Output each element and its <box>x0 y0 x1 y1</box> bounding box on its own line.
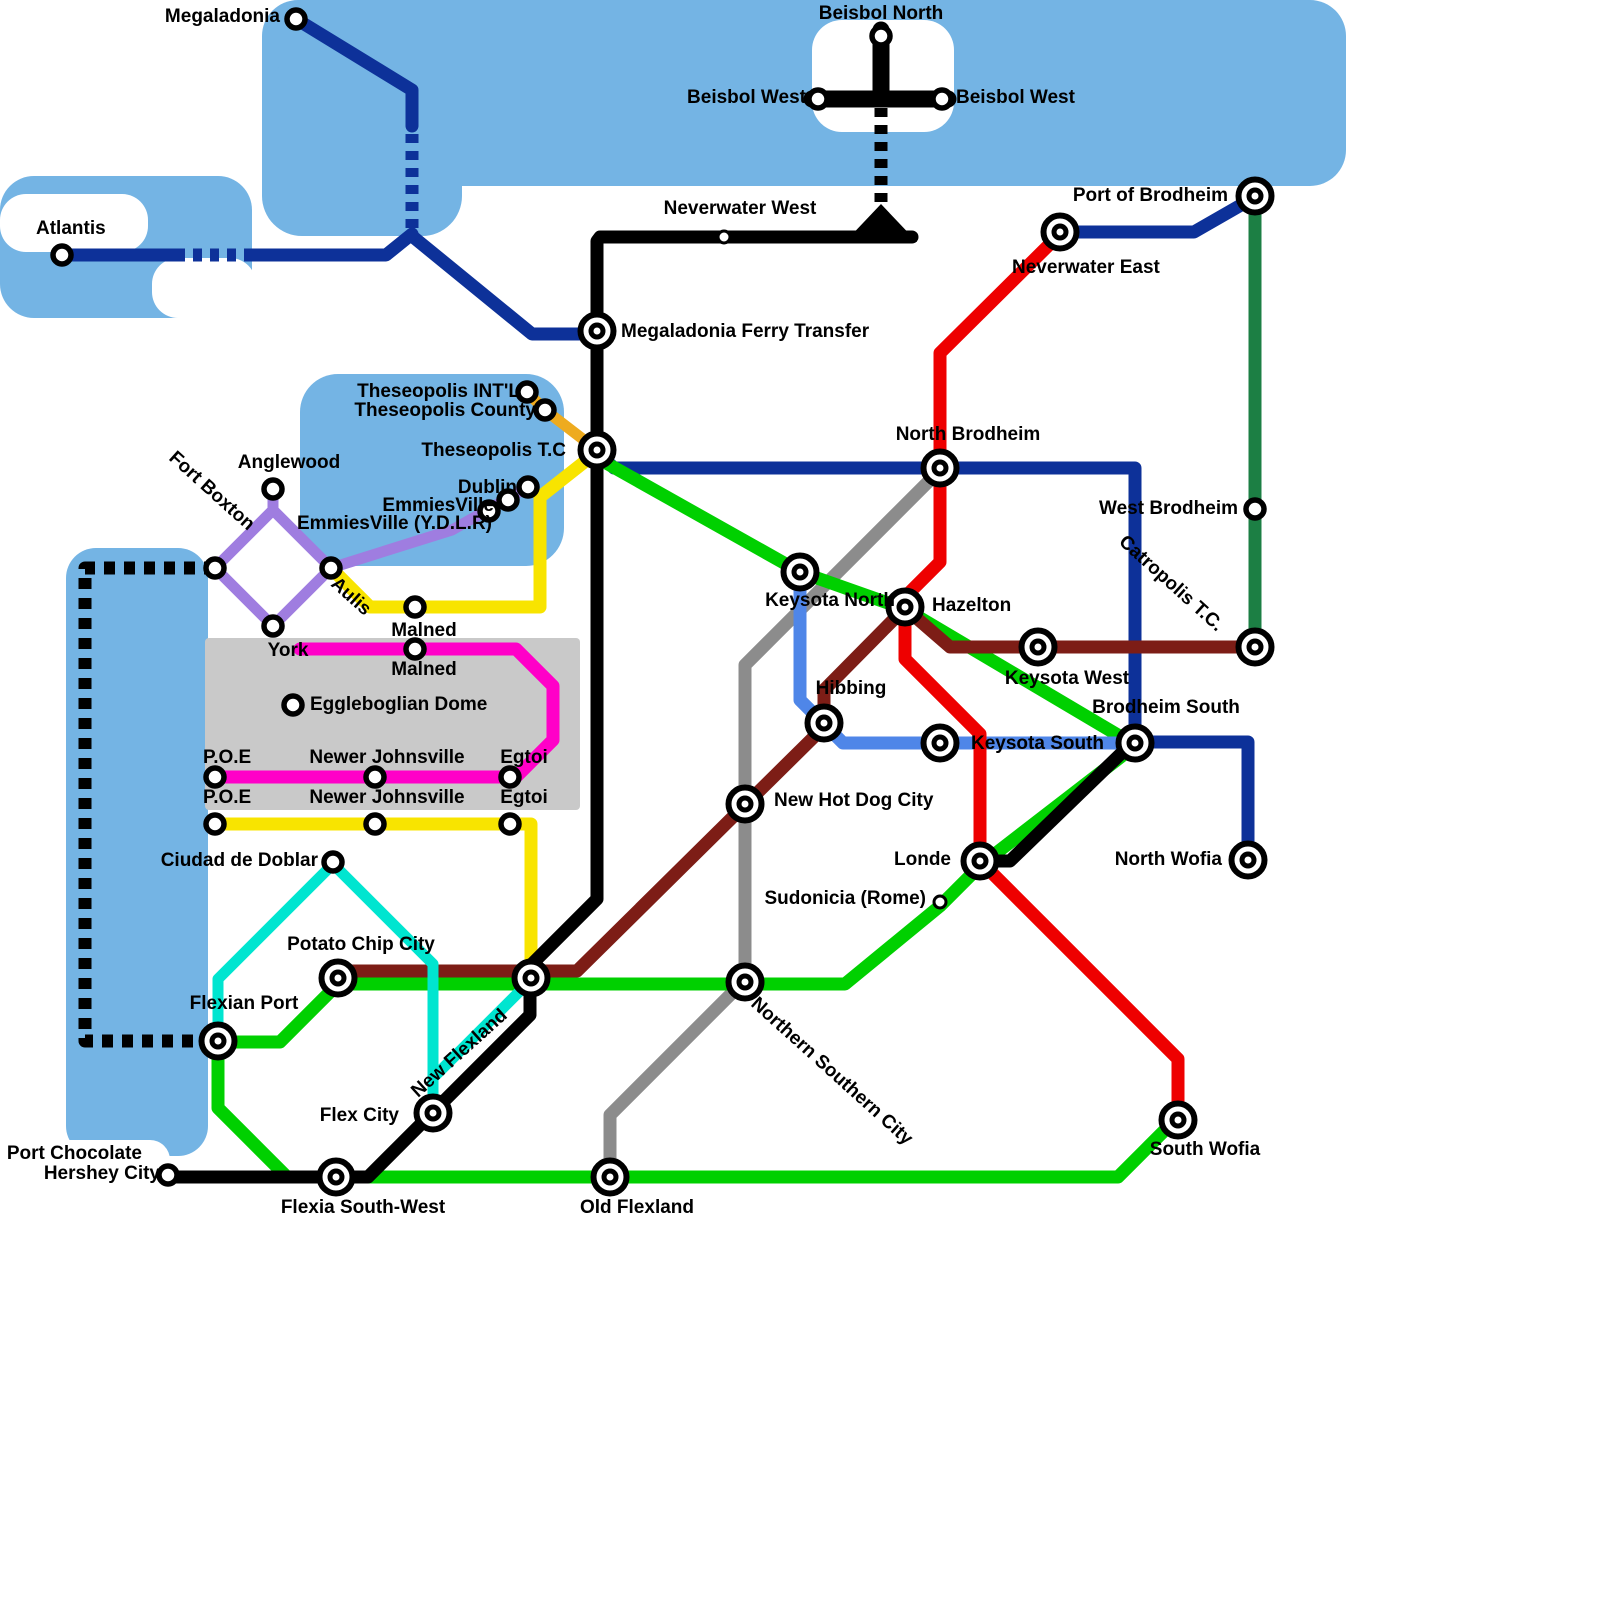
line-gray-line <box>603 465 945 1182</box>
station-p-o-e-south[interactable] <box>203 812 227 836</box>
station-york[interactable] <box>261 614 285 638</box>
line-black-west-ferry-loop <box>78 561 218 1048</box>
station-neverwater-west[interactable] <box>716 229 732 245</box>
station-egtoi-south[interactable] <box>498 812 522 836</box>
station-port-chocolate-hershey-city[interactable] <box>156 1163 180 1187</box>
station-flexian-port[interactable] <box>198 1021 238 1061</box>
station-theseopolis-county[interactable] <box>533 398 557 422</box>
station-new-hot-dog-city[interactable] <box>725 784 765 824</box>
station-port-of-brodheim[interactable] <box>1235 176 1275 216</box>
station-megaladonia[interactable] <box>284 7 308 31</box>
station-catropolis-t-c[interactable] <box>1235 627 1275 667</box>
station-keysota-north[interactable] <box>780 552 820 592</box>
line-navy-port-brodheim <box>1053 190 1262 239</box>
line-navy-atlantis-east <box>245 227 419 262</box>
station-malned[interactable] <box>403 595 427 619</box>
station-potato-chip-city[interactable] <box>318 958 358 998</box>
station-megaladonia-ferry-transfer[interactable] <box>577 311 617 351</box>
station-neverwater-east[interactable] <box>1040 212 1080 252</box>
station-p-o-e[interactable] <box>203 765 227 789</box>
line-navy-megaladonia <box>289 12 419 133</box>
line-yellow-theseopolis <box>326 445 604 614</box>
station-brodheim-south[interactable] <box>1115 723 1155 763</box>
line-cyan-doblar-flexianport <box>212 858 339 1045</box>
station-hibbing[interactable] <box>804 703 844 743</box>
station-flexia-south-west[interactable] <box>316 1157 356 1197</box>
water-shape <box>66 548 208 1156</box>
station-west-brodheim[interactable] <box>1243 497 1267 521</box>
station-north-wofia[interactable] <box>1228 840 1268 880</box>
station-flex-city[interactable] <box>413 1093 453 1133</box>
line-green-northeast <box>592 452 1140 751</box>
station-newer-johnsville-south[interactable] <box>363 812 387 836</box>
station-fort-boxton[interactable] <box>203 556 227 580</box>
station-beisbol-north[interactable] <box>869 24 893 48</box>
station-south-wofia[interactable] <box>1158 1100 1198 1140</box>
island-shape <box>152 258 256 318</box>
station-keysota-west[interactable] <box>1018 627 1058 667</box>
station-aulis[interactable] <box>319 556 343 580</box>
station-beisbol-west[interactable] <box>806 87 830 111</box>
station-dublin[interactable] <box>516 475 540 499</box>
station-theseopolis-int-l[interactable] <box>515 380 539 404</box>
island-shape <box>0 1140 170 1198</box>
station-northern-southern-city[interactable] <box>725 962 765 1002</box>
water-shape <box>262 0 1346 186</box>
station-ciudad-de-doblar[interactable] <box>321 850 345 874</box>
station-malned-south[interactable] <box>403 637 427 661</box>
urban-zone <box>205 638 580 810</box>
beisbol-pier-triangle <box>845 204 917 242</box>
station-emmiesville-y-d-l-r[interactable] <box>477 499 501 523</box>
station-londe[interactable] <box>960 841 1000 881</box>
station-sudonicia-rome[interactable] <box>932 894 948 910</box>
station-new-flexland[interactable] <box>511 958 551 998</box>
line-cyan-doblar-flexcity <box>327 858 439 1119</box>
line-magenta-line <box>208 642 560 784</box>
line-green-south <box>211 742 1185 1184</box>
station-keysota-south[interactable] <box>920 723 960 763</box>
station-eggleboglian-dome[interactable] <box>281 693 305 717</box>
station-old-flexland[interactable] <box>590 1157 630 1197</box>
line-cyan-newflexland <box>427 974 537 1084</box>
water-shape <box>262 60 462 236</box>
line-yellow-south <box>208 817 538 980</box>
station-hazelton[interactable] <box>885 587 925 627</box>
station-anglewood[interactable] <box>261 477 285 501</box>
station-theseopolis-t-c[interactable] <box>577 430 617 470</box>
line-red-line <box>898 227 1185 1129</box>
station-atlantis[interactable] <box>50 243 74 267</box>
station-emmiesville[interactable] <box>496 488 520 512</box>
station-newer-johnsville[interactable] <box>363 765 387 789</box>
station-egtoi[interactable] <box>498 765 522 789</box>
island-shape <box>0 194 148 252</box>
station-beisbol-west-east[interactable] <box>930 87 954 111</box>
station-north-brodheim[interactable] <box>920 448 960 488</box>
